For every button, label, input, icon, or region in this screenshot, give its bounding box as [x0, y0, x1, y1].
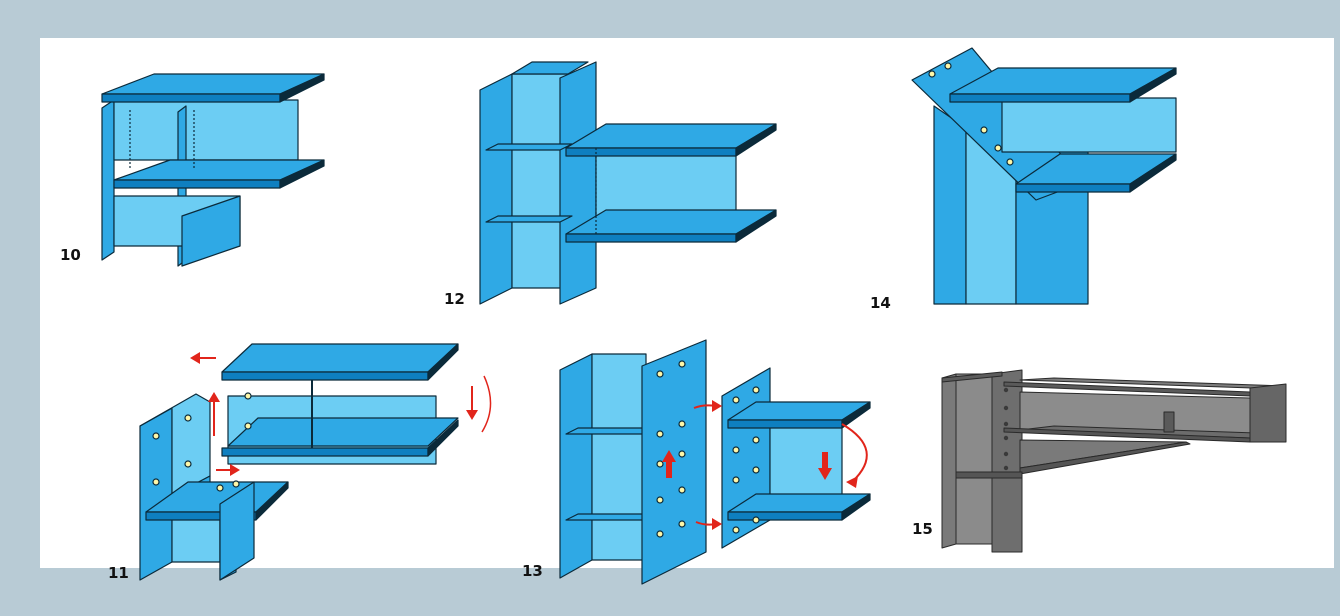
figure-label: 14 [870, 294, 891, 312]
figure-label: 11 [108, 564, 129, 582]
figure-label: 13 [522, 562, 543, 580]
figure-13-exploded-column-endplate-joint: 13 [522, 339, 886, 586]
figure-12-column-with-beam-joint: 12 [444, 44, 786, 312]
figure-10-welded-beam-column-joint: 10 [60, 70, 330, 270]
figure-14-haunched-beam-column-joint: 14 [870, 47, 1180, 312]
figure-11-exploded-bolted-joint: 11 [108, 336, 492, 588]
figure-label: 10 [60, 246, 81, 264]
figure-label: 12 [444, 290, 465, 308]
figure-15-photo-haunched-steel-beam-column: 15 [912, 368, 1290, 558]
figure-label: 15 [912, 520, 933, 538]
